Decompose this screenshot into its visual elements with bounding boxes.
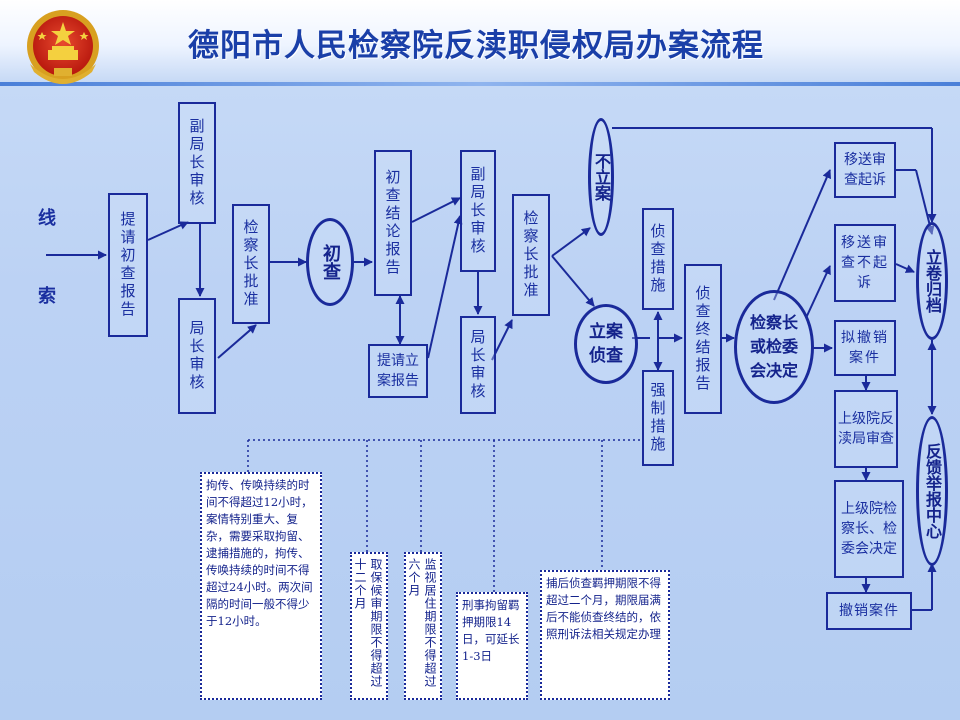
initial-check-label: 初查: [320, 244, 341, 280]
archive-node: 立卷归档: [916, 222, 948, 340]
decision-node: 检察长或检委会决定: [734, 290, 814, 404]
investigation-measures-label: 侦查措施: [648, 223, 667, 295]
request-filing-label: 提请立案报告: [377, 353, 419, 389]
coercive-measures-label: 强制措施: [648, 382, 667, 454]
no-filing-label: 不立案: [592, 153, 611, 201]
deputy-review-label-2: 副局长审核: [468, 166, 487, 256]
investigation-measures-box: 侦查措施: [642, 208, 674, 310]
decision-label: 检察长或检委会决定: [749, 313, 798, 380]
initial-conclusion-box: 初查结论报告: [374, 150, 412, 296]
superior-review-label: 上级院反渎局审查: [838, 411, 894, 447]
withdraw-proposal-box: 拟撤销案件: [834, 320, 896, 376]
transfer-prosecute-label: 移送审查起诉: [844, 152, 886, 188]
withdraw-proposal-label: 拟撤销案件: [841, 330, 889, 366]
initial-conclusion-label: 初查结论报告: [383, 169, 402, 277]
note-detention: 刑事拘留羁押期限14日，可延长1-3日: [456, 592, 528, 700]
request-initial-check-label: 提请初查报告: [118, 211, 137, 319]
national-emblem-icon: [27, 10, 99, 84]
feedback-center-label: 反馈举报中心: [923, 443, 942, 539]
deputy-review-box-2: 副局长审核: [460, 150, 496, 272]
note-bail: 取保候审期限不得超过十二个月: [350, 552, 388, 700]
procurator-approve-label-1: 检察长批准: [241, 219, 260, 309]
note-summons: 拘传、传唤持续的时间不得超过12小时，案情特别重大、复杂，需要采取拘留、逮捕措施…: [200, 472, 322, 700]
investigation-end-box: 侦查终结报告: [684, 264, 722, 414]
procurator-approve-box-1: 检察长批准: [232, 204, 270, 324]
director-review-box-2: 局长审核: [460, 316, 496, 414]
no-filing-node: 不立案: [588, 118, 614, 236]
header-divider: [0, 82, 960, 86]
deputy-review-box-1: 副局长审核: [178, 102, 216, 224]
source-label-bottom: 索: [38, 286, 56, 307]
page-title: 德阳市人民检察院反渎职侵权局办案流程: [188, 28, 764, 64]
request-initial-check-box: 提请初查报告: [108, 193, 148, 337]
superior-review-box: 上级院反渎局审查: [834, 390, 898, 468]
header-bar: [0, 0, 960, 82]
procurator-approve-box-2: 检察长批准: [512, 194, 550, 316]
initial-check-node: 初查: [306, 218, 354, 306]
investigation-end-label: 侦查终结报告: [693, 285, 712, 393]
withdraw-case-label: 撤销案件: [839, 603, 899, 619]
note-arrest: 捕后侦查羁押期限不得超过二个月，期限届满后不能侦查终结的，依照刑诉法相关规定办理: [540, 570, 670, 700]
procurator-approve-label-2: 检察长批准: [521, 210, 540, 300]
transfer-prosecute-box: 移送审查起诉: [834, 142, 896, 198]
no-prosecute-box: 移送审查不起诉: [834, 224, 896, 302]
source-label-top: 线: [38, 208, 56, 229]
feedback-center-node: 反馈举报中心: [916, 416, 948, 566]
request-filing-box: 提请立案报告: [368, 344, 428, 398]
withdraw-case-box: 撤销案件: [826, 592, 912, 630]
no-prosecute-label: 移送审查不起诉: [841, 235, 889, 291]
deputy-review-label-1: 副局长审核: [187, 118, 206, 208]
superior-decision-label: 上级院检察长、检委会决定: [841, 501, 897, 557]
director-review-label-1: 局长审核: [187, 320, 206, 392]
director-review-label-2: 局长审核: [468, 329, 487, 401]
director-review-box-1: 局长审核: [178, 298, 216, 414]
archive-label: 立卷归档: [923, 249, 942, 313]
file-investigate-label: 立案侦查: [589, 322, 623, 366]
coercive-measures-box: 强制措施: [642, 370, 674, 466]
superior-decision-box: 上级院检察长、检委会决定: [834, 480, 904, 578]
note-surveillance: 监视居住期限不得超过六个月: [404, 552, 442, 700]
file-investigate-node: 立案侦查: [574, 304, 638, 384]
